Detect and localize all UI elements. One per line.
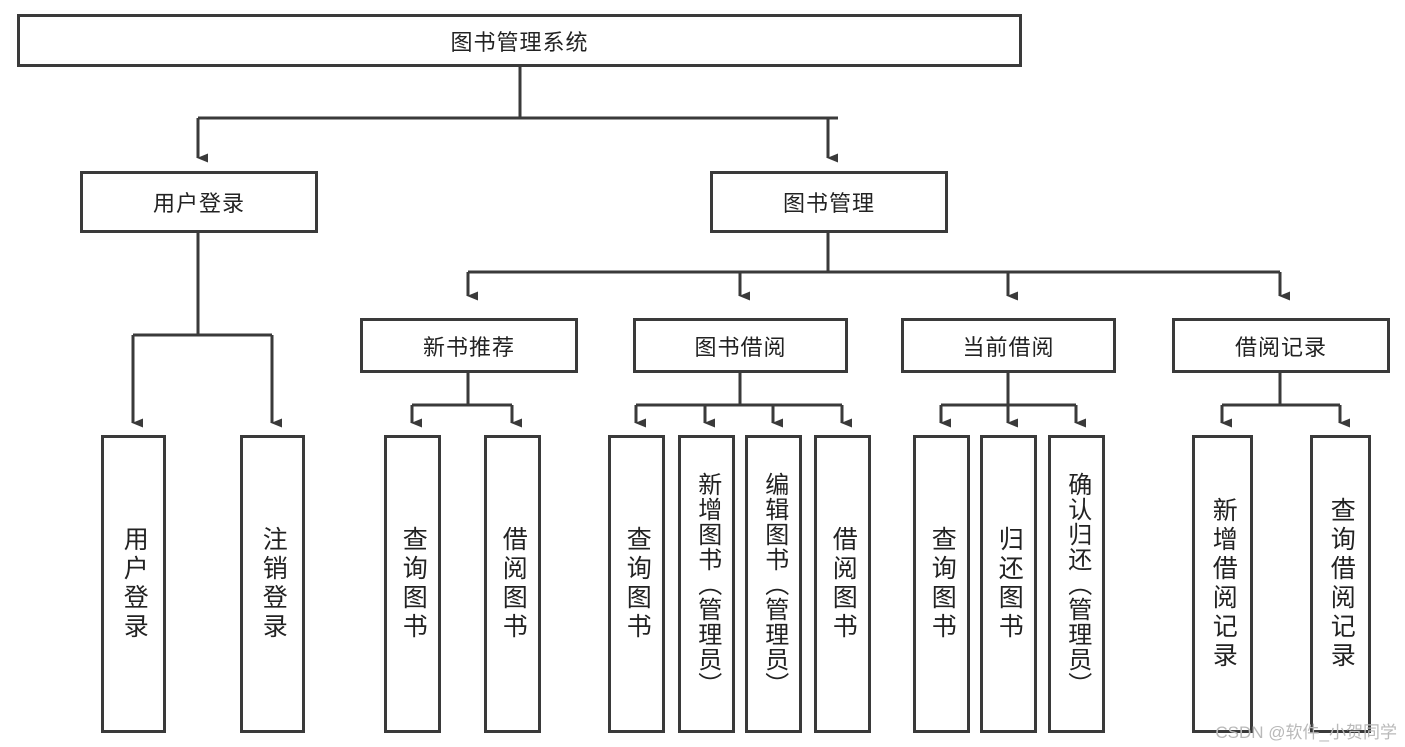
node-leaf-label: 用户登录 <box>120 526 149 642</box>
node-leaf-add-borrow-record[interactable]: 新增借阅记录 <box>1192 435 1253 733</box>
node-root[interactable]: 图书管理系统 <box>17 14 1022 67</box>
node-leaf-query-book-a[interactable]: 查询图书 <box>384 435 441 733</box>
node-leaf-label: 借阅图书 <box>829 526 858 642</box>
node-new-book-recommend-label: 新书推荐 <box>422 334 515 360</box>
node-leaf-query-book-c[interactable]: 查询图书 <box>913 435 970 733</box>
node-leaf-label: 查询图书 <box>928 526 957 642</box>
node-leaf-user-login[interactable]: 用户登录 <box>101 435 166 733</box>
watermark: CSDN @软件_小贺同学 <box>1215 723 1397 742</box>
node-book-borrow[interactable]: 图书借阅 <box>633 318 848 373</box>
node-leaf-borrow-book-b[interactable]: 借阅图书 <box>814 435 871 733</box>
node-book-borrow-label: 图书借阅 <box>694 334 787 360</box>
node-leaf-label: 编辑图书（管理员） <box>760 471 788 697</box>
node-borrow-record-label: 借阅记录 <box>1234 334 1327 360</box>
node-leaf-edit-book-admin[interactable]: 编辑图书（管理员） <box>745 435 802 733</box>
node-current-borrow[interactable]: 当前借阅 <box>901 318 1116 373</box>
node-leaf-query-borrow-record[interactable]: 查询借阅记录 <box>1310 435 1371 733</box>
node-leaf-label: 借阅图书 <box>499 526 528 642</box>
node-leaf-label: 查询借阅记录 <box>1327 497 1356 671</box>
node-leaf-label: 注销登录 <box>259 526 288 642</box>
node-leaf-label: 新增借阅记录 <box>1209 497 1238 671</box>
node-leaf-label: 确认归还（管理员） <box>1063 471 1091 697</box>
node-book-management-label: 图书管理 <box>782 191 875 216</box>
node-leaf-logout[interactable]: 注销登录 <box>240 435 305 733</box>
node-user-login-label: 用户登录 <box>152 191 245 216</box>
node-leaf-borrow-book-a[interactable]: 借阅图书 <box>484 435 541 733</box>
node-current-borrow-label: 当前借阅 <box>962 334 1055 360</box>
node-leaf-label: 新增图书（管理员） <box>693 471 721 697</box>
node-borrow-record[interactable]: 借阅记录 <box>1172 318 1390 373</box>
node-root-label: 图书管理系统 <box>450 29 589 55</box>
node-new-book-recommend[interactable]: 新书推荐 <box>360 318 578 373</box>
node-leaf-label: 查询图书 <box>399 526 428 642</box>
node-leaf-return-book[interactable]: 归还图书 <box>980 435 1037 733</box>
node-leaf-label: 归还图书 <box>995 526 1024 642</box>
node-book-management[interactable]: 图书管理 <box>710 171 948 233</box>
node-leaf-add-book-admin[interactable]: 新增图书（管理员） <box>678 435 735 733</box>
node-leaf-query-book-b[interactable]: 查询图书 <box>608 435 665 733</box>
node-leaf-confirm-return-admin[interactable]: 确认归还（管理员） <box>1048 435 1105 733</box>
node-user-login[interactable]: 用户登录 <box>80 171 318 233</box>
node-leaf-label: 查询图书 <box>623 526 652 642</box>
